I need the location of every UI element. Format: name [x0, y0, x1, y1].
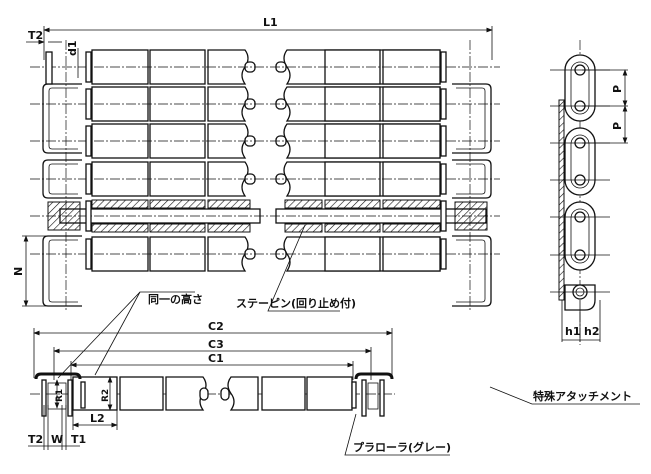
- label-h1: h1: [565, 325, 581, 338]
- roller-section: [382, 199, 441, 209]
- link-plate: [85, 238, 92, 270]
- roller-section: [207, 223, 251, 233]
- shaft-end: [199, 387, 209, 401]
- attachment-bracket: [452, 235, 492, 307]
- side-view: [550, 40, 610, 345]
- link-plate: [85, 51, 92, 83]
- roller-section: [91, 223, 149, 233]
- annotation-plastic-roller: プラローラ(グレー): [353, 440, 451, 454]
- link-plate: [85, 125, 92, 157]
- attachment-bracket: [42, 159, 82, 199]
- link-plate: [85, 200, 92, 232]
- roller-section: [149, 223, 206, 233]
- plastic-roller: [261, 376, 306, 411]
- label-P-1: P: [611, 85, 624, 93]
- roller-section: [382, 223, 441, 233]
- annotation-same-height: 同一の高さ: [148, 292, 203, 306]
- link-plate: [440, 88, 447, 120]
- leader-same-height-2: [94, 291, 141, 376]
- label-C2: C2: [208, 320, 224, 333]
- attachment-bracket-inner: [456, 163, 486, 195]
- labels: L1 T2 d1 N P P h1 h2 C2 C3 C1 R1 R2 L2 T…: [12, 16, 632, 454]
- attachment-bracket-inner: [456, 239, 486, 303]
- label-T1: T1: [71, 433, 86, 446]
- inner-link: [570, 134, 590, 189]
- dimension-lines: [22, 26, 640, 456]
- label-R1: R1: [55, 389, 65, 402]
- leader-stay-pin: [267, 224, 340, 312]
- annotation-stay-pin: ステーピン(回り止め付): [236, 296, 356, 310]
- side-plate: [351, 381, 357, 409]
- inner-link: [570, 61, 590, 115]
- label-R2: R2: [101, 389, 111, 402]
- plastic-roller: [119, 376, 164, 411]
- link-plate: [85, 163, 92, 195]
- label-L2: L2: [90, 412, 105, 425]
- link-plate: [85, 88, 92, 120]
- annotation-special-attachment: 特殊アタッチメント: [533, 389, 632, 403]
- roller-section: [91, 199, 149, 209]
- roller-section: [207, 199, 251, 209]
- attachment-bracket-inner: [48, 239, 78, 303]
- special-attachment: [34, 372, 82, 380]
- label-C1: C1: [208, 352, 224, 365]
- attachment-bracket-inner: [48, 87, 78, 150]
- roller-section: [284, 199, 323, 209]
- link-plate: [440, 238, 447, 270]
- link-plate: [440, 163, 447, 195]
- attachment-bracket-inner: [456, 87, 486, 150]
- attachment-bracket: [452, 83, 492, 154]
- front-view: [30, 372, 395, 417]
- side-plate: [80, 381, 86, 409]
- attachment-bracket-inner: [48, 163, 78, 195]
- label-P-2: P: [611, 122, 624, 130]
- link-plate: [67, 379, 73, 417]
- link-plate: [440, 51, 447, 83]
- label-h2: h2: [584, 325, 600, 338]
- plastic-roller-broken: [227, 376, 259, 411]
- roller-section: [324, 223, 381, 233]
- label-T2-top: T2: [28, 29, 43, 42]
- roller-section: [324, 199, 381, 209]
- attachment-plate: [558, 99, 565, 301]
- link-plate: [440, 200, 447, 232]
- label-T2: T2: [28, 433, 43, 446]
- plan-view: [30, 40, 500, 312]
- outer-link: [564, 54, 596, 122]
- leader-roller: [344, 413, 450, 456]
- label-L1: L1: [263, 16, 278, 29]
- attachment-bracket: [452, 159, 492, 199]
- link-plate: [440, 125, 447, 157]
- outer-link: [564, 201, 596, 271]
- label-d1: d1: [66, 40, 79, 56]
- chain-roller: [367, 382, 379, 410]
- inner-link: [570, 208, 590, 264]
- label-W: W: [51, 433, 63, 446]
- roller-section: [149, 199, 206, 209]
- plastic-roller: [306, 376, 353, 411]
- top-pin-plate: [45, 51, 53, 85]
- link-plate: [361, 379, 367, 417]
- link-plate: [379, 379, 385, 417]
- outer-link: [564, 127, 596, 196]
- label-C3: C3: [208, 338, 224, 351]
- label-N: N: [12, 267, 25, 276]
- special-attachment: [354, 372, 394, 380]
- leader-attachment: [489, 386, 640, 405]
- shaft-end: [220, 387, 230, 401]
